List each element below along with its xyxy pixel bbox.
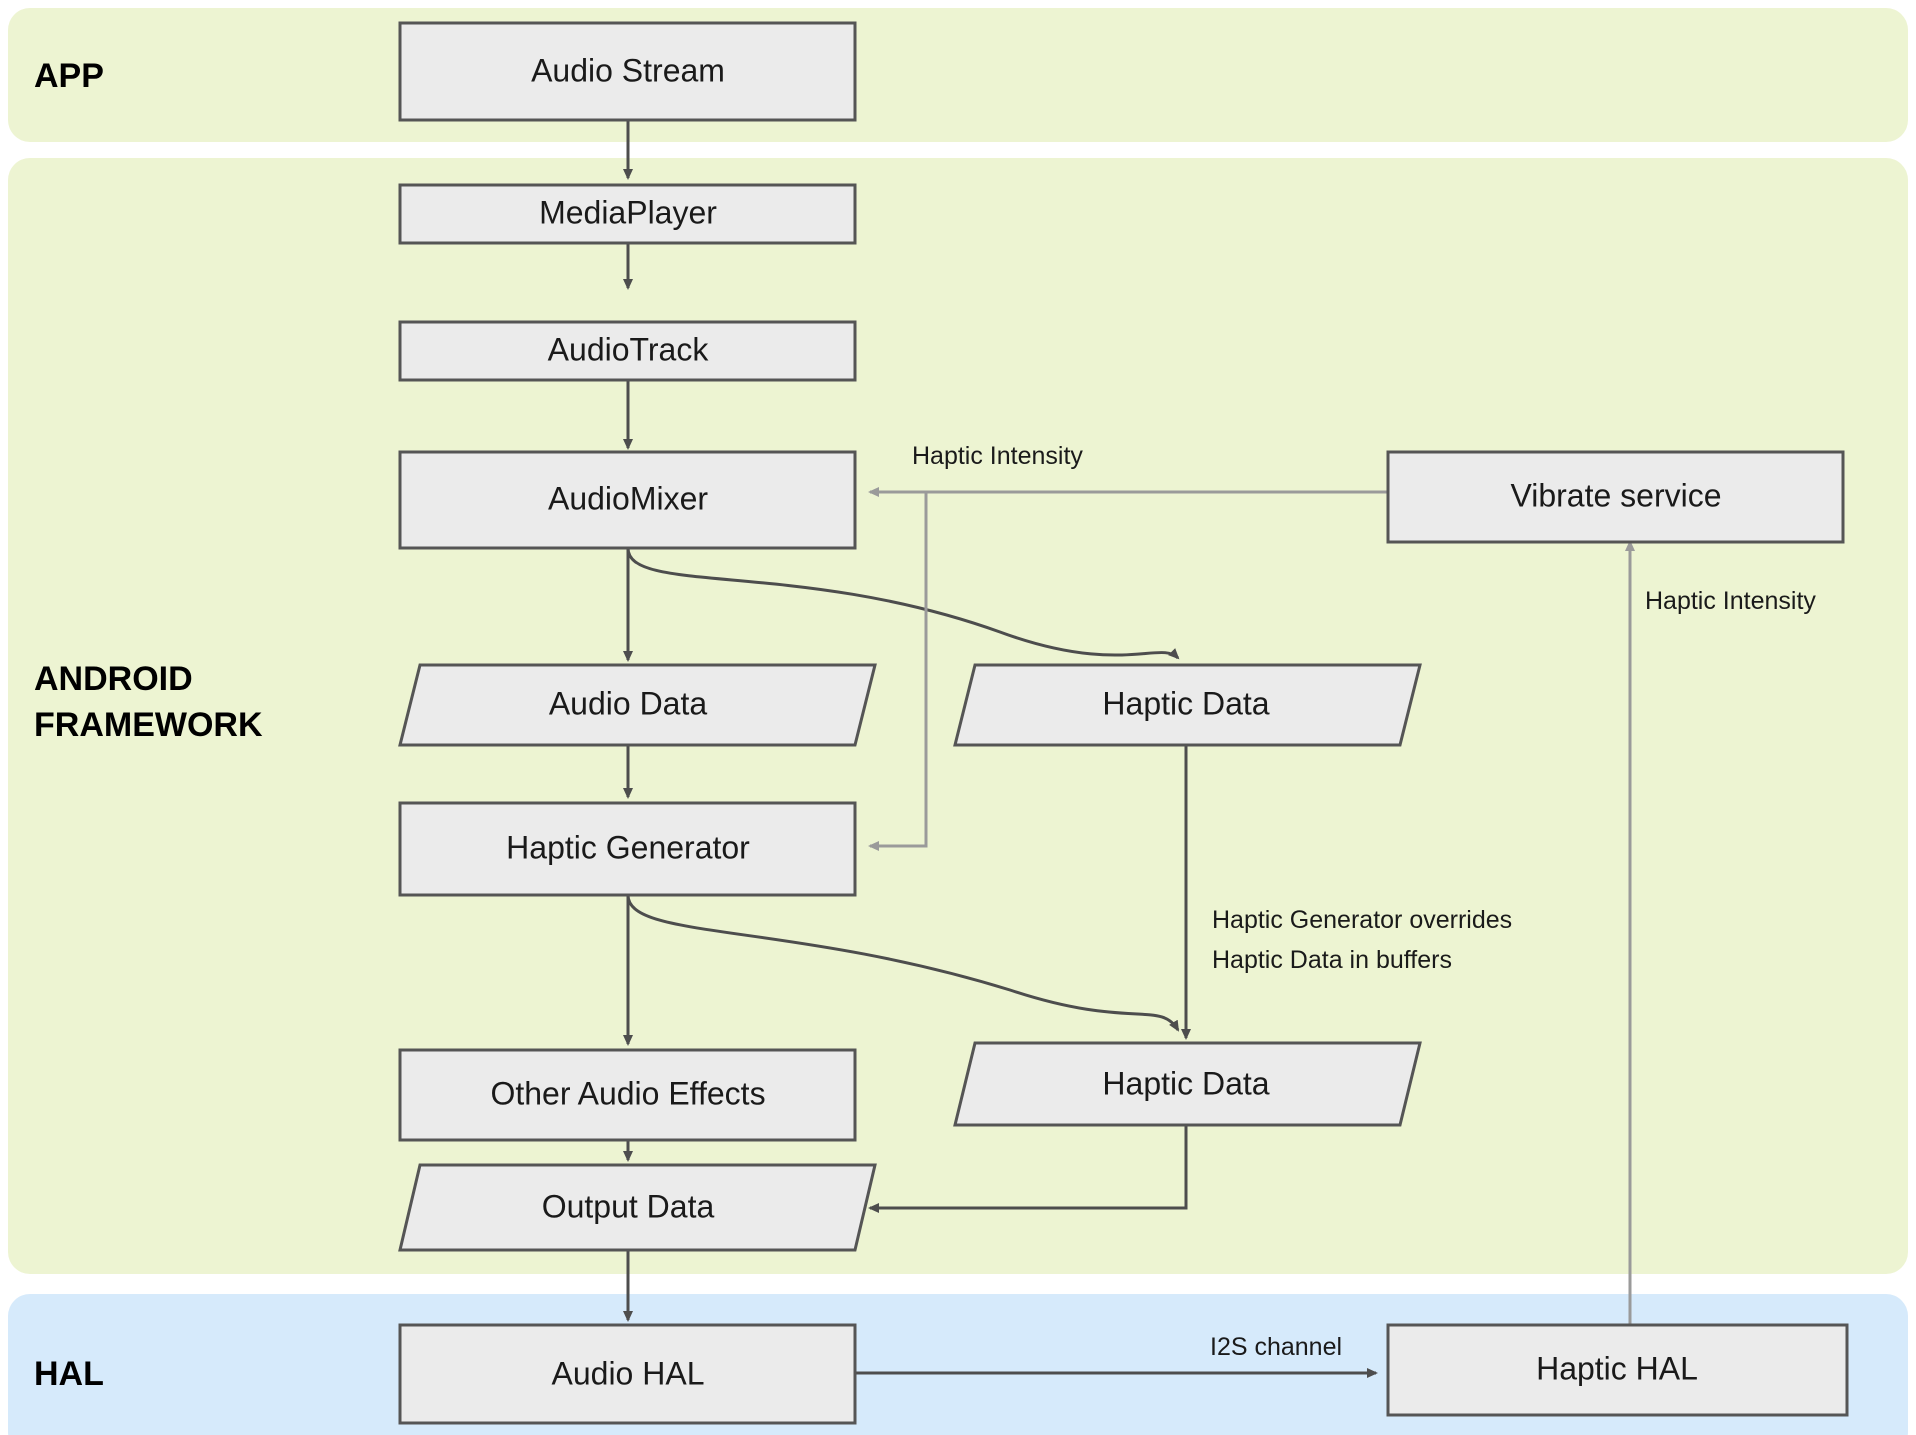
band-app-label: APP: [34, 57, 104, 95]
node-audiotrack[interactable]: AudioTrack: [398, 320, 857, 382]
edge-label-i2s-channel: I2S channel: [1210, 1333, 1342, 1361]
node-haptic-hal[interactable]: Haptic HAL: [1386, 1323, 1849, 1417]
node-audiomixer[interactable]: AudioMixer: [398, 450, 857, 550]
band-android-framework: ANDROID FRAMEWORK: [8, 158, 1908, 1274]
band-app-background: [8, 8, 1908, 142]
node-haptic-hal-label: Haptic HAL: [1536, 1350, 1698, 1386]
edge-haptic-generator-to-haptic-data-2: [626, 894, 1180, 1032]
band-hal-label: HAL: [34, 1355, 104, 1393]
node-other-audio-effects-label: Other Audio Effects: [490, 1075, 765, 1111]
band-app: APP: [8, 8, 1908, 142]
node-haptic-data-1[interactable]: Haptic Data: [953, 663, 1422, 747]
node-audio-stream-label: Audio Stream: [531, 52, 725, 88]
node-audiotrack-shape[interactable]: [398, 320, 857, 382]
node-audiotrack-label: AudioTrack: [548, 331, 710, 367]
band-android-framework-background: [8, 158, 1908, 1274]
node-haptic-hal-shape[interactable]: [1386, 1323, 1849, 1417]
node-haptic-data-1-shape[interactable]: [953, 663, 1422, 747]
edge-label-overrides-line2: Haptic Data in buffers: [1212, 946, 1452, 974]
node-vibrate-service[interactable]: Vibrate service: [1386, 450, 1845, 544]
node-haptic-generator[interactable]: Haptic Generator: [398, 801, 857, 897]
node-audio-hal-label: Audio HAL: [552, 1355, 705, 1391]
node-audio-stream[interactable]: Audio Stream: [398, 21, 857, 122]
node-vibrate-service-label: Vibrate service: [1510, 477, 1721, 513]
node-haptic-data-1-label: Haptic Data: [1102, 685, 1269, 721]
node-audio-data[interactable]: Audio Data: [398, 663, 877, 747]
node-haptic-generator-shape[interactable]: [398, 801, 857, 897]
node-audiomixer-label: AudioMixer: [548, 480, 708, 516]
node-haptic-data-2[interactable]: Haptic Data: [953, 1041, 1422, 1127]
node-mediaplayer[interactable]: MediaPlayer: [398, 183, 857, 245]
node-other-audio-effects-shape[interactable]: [398, 1048, 857, 1142]
node-output-data[interactable]: Output Data: [398, 1163, 877, 1252]
node-audio-hal[interactable]: Audio HAL: [398, 1323, 857, 1425]
node-haptic-data-2-label: Haptic Data: [1102, 1065, 1269, 1101]
node-output-data-label: Output Data: [542, 1188, 715, 1224]
node-output-data-shape[interactable]: [398, 1163, 877, 1252]
edge-label-overrides-line1: Haptic Generator overrides: [1212, 906, 1512, 934]
edge-label-haptic-intensity-vibrate: Haptic Intensity: [1645, 587, 1816, 615]
node-other-audio-effects[interactable]: Other Audio Effects: [398, 1048, 857, 1142]
node-haptic-data-2-shape[interactable]: [953, 1041, 1422, 1127]
node-audio-data-label: Audio Data: [549, 685, 708, 721]
edge-audiomixer-to-haptic-data-1: [626, 547, 1180, 660]
node-mediaplayer-label: MediaPlayer: [539, 194, 717, 230]
node-audio-hal-shape[interactable]: [398, 1323, 857, 1425]
band-android-framework-label-line1: ANDROID: [34, 660, 193, 698]
node-haptic-generator-label: Haptic Generator: [506, 829, 750, 865]
node-vibrate-service-shape[interactable]: [1386, 450, 1845, 544]
edge-haptic-data-2-to-output-data: [868, 1125, 1188, 1213]
edge-label-haptic-intensity-mixer: Haptic Intensity: [912, 442, 1083, 470]
band-android-framework-label-line2: FRAMEWORK: [34, 706, 263, 744]
node-audio-stream-shape[interactable]: [398, 21, 857, 122]
node-audiomixer-shape[interactable]: [398, 450, 857, 550]
node-mediaplayer-shape[interactable]: [398, 183, 857, 245]
node-audio-data-shape[interactable]: [398, 663, 877, 747]
edge-vibrate-service-to-haptic-generator: [868, 492, 928, 851]
